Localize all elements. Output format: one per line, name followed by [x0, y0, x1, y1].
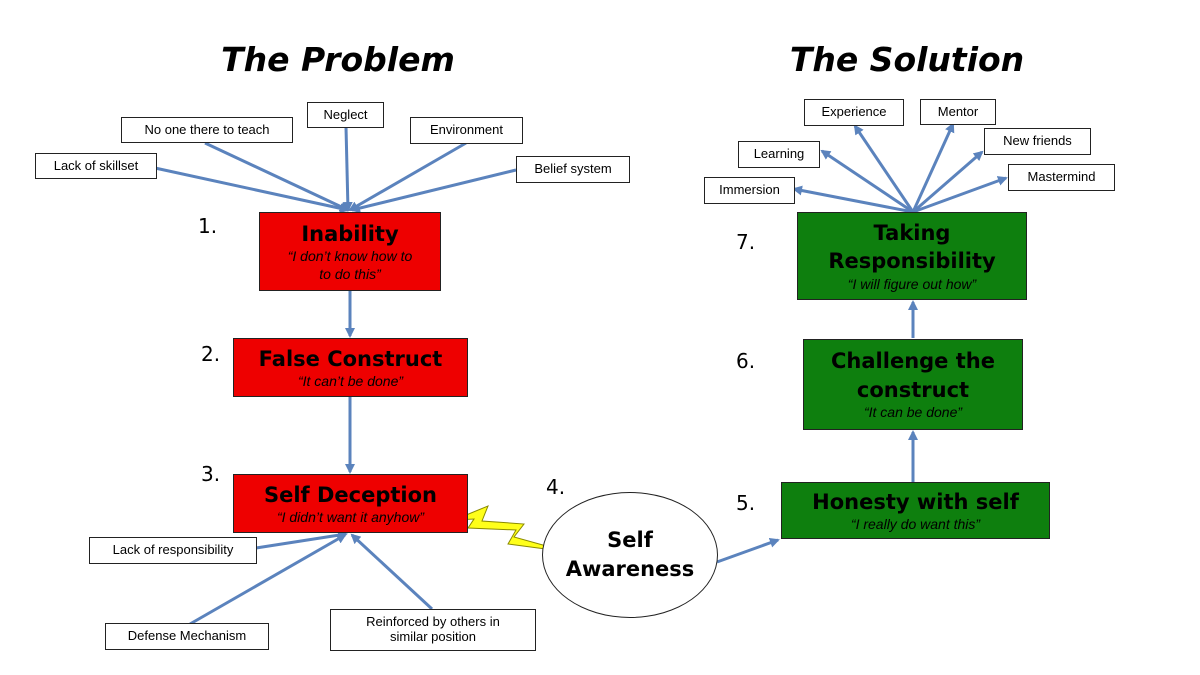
self-awareness-label: Self Awareness — [565, 527, 695, 581]
resource-experience: Experience — [804, 99, 904, 126]
reinforcer-reinforced-by-others: Reinforced by others in similar position — [330, 609, 536, 651]
honesty-quote: “I really do want this” — [850, 515, 981, 532]
arrow-belief-to-inability — [350, 168, 517, 213]
arrow-environment-to-inability — [348, 141, 467, 212]
arrow-defense-to-deception — [189, 533, 347, 626]
reinforcer-defense-mechanism: Defense Mechanism — [105, 623, 269, 650]
solution-heading: The Solution — [789, 40, 1025, 79]
arrow-neglect-to-inability — [342, 126, 353, 212]
arrow-awareness-to-honesty — [716, 538, 780, 564]
false-construct-title: False Construct — [258, 346, 443, 371]
arrow-responsibility-to-deception — [255, 530, 348, 550]
taking-responsibility-box: Taking Responsibility “I will figure out… — [797, 212, 1027, 300]
problem-heading: The Problem — [221, 40, 455, 79]
arrow-teach-to-inability — [204, 141, 350, 212]
step-number-3: 3. — [201, 462, 221, 486]
honesty-box: Honesty with self “I really do want this… — [781, 482, 1050, 539]
cause-neglect: Neglect — [307, 102, 384, 128]
step-number-5: 5. — [736, 491, 756, 515]
inability-quote: “I don’t know how to to do this” — [287, 248, 413, 282]
challenge-construct-box: Challenge the construct “It can be done” — [803, 339, 1023, 430]
resource-learning: Learning — [738, 141, 820, 168]
step-number-4: 4. — [546, 475, 566, 499]
taking-responsibility-title: Taking Responsibility — [828, 220, 996, 274]
arrow-reinforced-to-deception — [350, 533, 434, 611]
resource-new-friends: New friends — [984, 128, 1091, 155]
step-number-1: 1. — [198, 214, 218, 238]
challenge-construct-title: Challenge the construct — [831, 349, 995, 402]
arrow-to-mentor — [911, 122, 955, 213]
taking-responsibility-quote: “I will figure out how” — [847, 275, 977, 292]
self-deception-quote: “I didn’t want it anyhow” — [276, 508, 425, 525]
arrow-to-new-friends — [912, 150, 984, 214]
arrow-to-mastermind — [912, 176, 1008, 214]
inability-title: Inability — [301, 221, 399, 246]
arrow-skillset-to-inability — [154, 166, 350, 214]
resource-immersion: Immersion — [704, 177, 795, 204]
inability-box: Inability “I don’t know how to to do thi… — [259, 212, 441, 291]
self-deception-title: Self Deception — [263, 482, 438, 507]
cause-belief-system: Belief system — [516, 156, 630, 183]
self-deception-box: Self Deception “I didn’t want it anyhow” — [233, 474, 468, 533]
challenge-construct-quote: “It can be done” — [863, 404, 963, 421]
resource-mastermind: Mastermind — [1008, 164, 1115, 191]
resource-mentor: Mentor — [920, 99, 996, 125]
step-number-6: 6. — [736, 349, 756, 373]
step-number-2: 2. — [201, 342, 221, 366]
cause-no-one-to-teach: No one there to teach — [121, 117, 293, 143]
arrow-to-immersion — [792, 185, 914, 214]
honesty-title: Honesty with self — [812, 489, 1019, 514]
arrow-to-learning — [820, 149, 914, 214]
arrow-to-experience — [853, 124, 915, 213]
step-number-7: 7. — [736, 230, 756, 254]
false-construct-quote: “It can’t be done” — [297, 372, 404, 389]
false-construct-box: False Construct “It can’t be done” — [233, 338, 468, 397]
reinforcer-lack-of-responsibility: Lack of responsibility — [89, 537, 257, 564]
self-awareness-circle: Self Awareness — [542, 492, 718, 618]
cause-environment: Environment — [410, 117, 523, 144]
cause-lack-of-skillset: Lack of skillset — [35, 153, 157, 179]
